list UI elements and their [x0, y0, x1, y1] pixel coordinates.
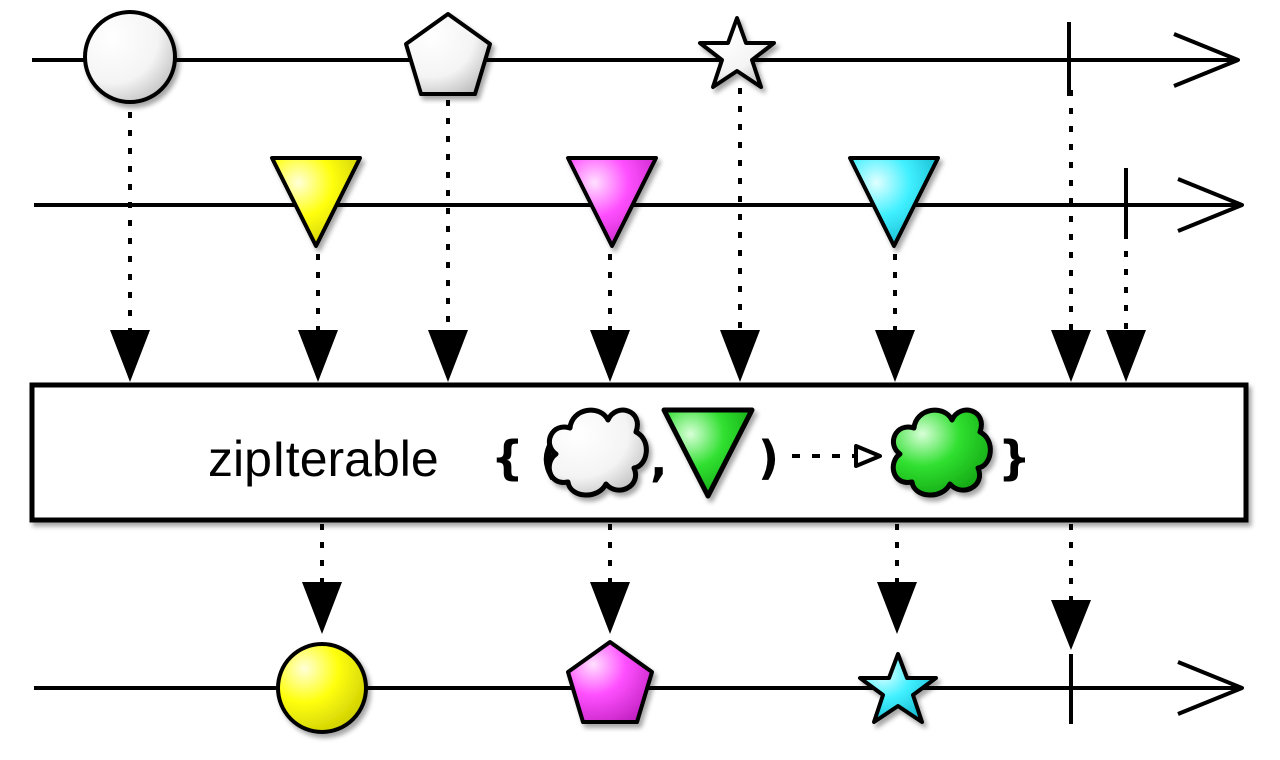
operator-close-brace: } [998, 431, 1031, 485]
source-timeline [32, 32, 1240, 88]
cloud-icon [546, 407, 649, 498]
arrowhead-result-2 [590, 582, 630, 634]
iterable-emissions [270, 156, 940, 248]
iterable-cyan-triangle [848, 156, 940, 248]
arrowhead-iterable-3 [875, 330, 915, 382]
iterable-timeline-arrowhead [1177, 177, 1244, 233]
source-white-pentagon [404, 12, 492, 96]
source-emissions [83, 10, 776, 104]
arrowhead-source-2 [428, 330, 468, 382]
dashed-arrow-icon [792, 444, 882, 468]
arrowhead-iterable-2 [590, 330, 630, 382]
cloud-icon [890, 407, 993, 498]
result-emissions [276, 640, 938, 734]
iterable-magenta-triangle [566, 156, 658, 248]
source-white-circle [83, 10, 177, 104]
iterable-yellow-triangle [270, 156, 362, 248]
result-yellow-circle [276, 642, 368, 734]
arrowhead-iterable-1 [298, 330, 338, 382]
source-white-star [698, 16, 776, 89]
arrowhead-result-4 [1051, 600, 1091, 650]
operator-box: zipIterable { ( , ) } [29, 382, 1249, 523]
result-timeline-arrowhead [1177, 660, 1244, 716]
arrowhead-source-3 [720, 330, 760, 382]
arrowhead-result-3 [877, 582, 917, 634]
arrowhead-result-1 [302, 582, 342, 634]
arrowhead-source-1 [110, 330, 150, 382]
connector-arrowheads [110, 330, 1146, 650]
arrowhead-iterable-4 [1106, 330, 1146, 382]
connector-arrows [128, 88, 1128, 600]
operator-comma: , [650, 433, 667, 487]
iterable-timeline [34, 177, 1244, 233]
arrowhead-source-4 [1051, 330, 1091, 382]
result-magenta-pentagon [566, 640, 654, 724]
source-timeline-arrowhead [1173, 32, 1240, 88]
triangle-icon [661, 407, 755, 499]
operator-name: zipIterable [208, 431, 439, 487]
result-cyan-star [858, 652, 938, 724]
operator-close-paren: ) [758, 431, 779, 485]
